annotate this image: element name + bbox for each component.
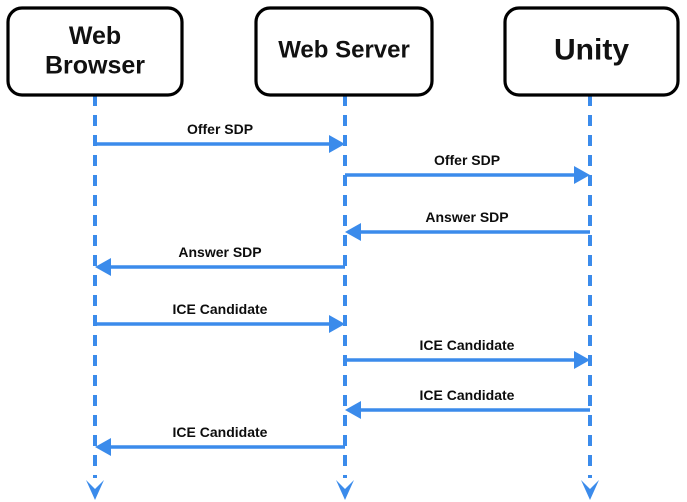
actor-label-line: Web Server bbox=[278, 37, 410, 64]
lifeline-end-arrow-unity bbox=[581, 480, 599, 500]
actor-label-unity: Unity bbox=[554, 33, 629, 66]
message-arrow-6[interactable]: ICE Candidate bbox=[345, 337, 590, 369]
actor-label-line: Web bbox=[69, 21, 121, 49]
message-arrowhead-8 bbox=[95, 438, 111, 456]
message-arrow-2[interactable]: Offer SDP bbox=[345, 152, 590, 184]
message-arrowhead-1 bbox=[329, 135, 345, 153]
lifelines-group bbox=[86, 95, 599, 500]
actor-box-shape-web-server bbox=[254, 6, 434, 97]
message-arrowhead-2 bbox=[574, 166, 590, 184]
lifeline-end-arrow-web-browser bbox=[86, 480, 104, 500]
message-arrow-4[interactable]: Answer SDP bbox=[95, 244, 345, 276]
message-label-2: Offer SDP bbox=[434, 152, 500, 168]
message-arrow-8[interactable]: ICE Candidate bbox=[95, 424, 345, 456]
actor-label-web-server: Web Server bbox=[278, 37, 410, 64]
message-arrowhead-7 bbox=[345, 401, 361, 419]
message-arrowhead-4 bbox=[95, 258, 111, 276]
actor-box-unity[interactable]: Unity bbox=[503, 6, 680, 97]
message-arrow-1[interactable]: Offer SDP bbox=[95, 121, 345, 153]
message-arrow-3[interactable]: Answer SDP bbox=[345, 209, 590, 241]
messages-group: Offer SDP Offer SDP Answer SDP Answer SDP IC… bbox=[95, 121, 590, 456]
message-arrowhead-3 bbox=[345, 223, 361, 241]
message-label-6: ICE Candidate bbox=[420, 337, 515, 353]
message-label-4: Answer SDP bbox=[178, 244, 261, 260]
actor-box-shape-web-browser bbox=[6, 6, 184, 97]
actor-box-web-server[interactable]: Web Server bbox=[254, 6, 434, 97]
lifeline-end-arrow-web-server bbox=[336, 480, 354, 500]
message-label-5: ICE Candidate bbox=[173, 301, 268, 317]
message-label-8: ICE Candidate bbox=[173, 424, 268, 440]
message-arrowhead-5 bbox=[329, 315, 345, 333]
actor-label-line: Unity bbox=[554, 33, 629, 66]
message-arrowhead-6 bbox=[574, 351, 590, 369]
message-arrow-5[interactable]: ICE Candidate bbox=[95, 301, 345, 333]
actor-box-shape-unity bbox=[503, 6, 680, 97]
actor-label-line: Browser bbox=[45, 51, 145, 79]
message-label-1: Offer SDP bbox=[187, 121, 253, 137]
message-label-7: ICE Candidate bbox=[420, 387, 515, 403]
message-arrow-7[interactable]: ICE Candidate bbox=[345, 387, 590, 419]
message-label-3: Answer SDP bbox=[425, 209, 508, 225]
